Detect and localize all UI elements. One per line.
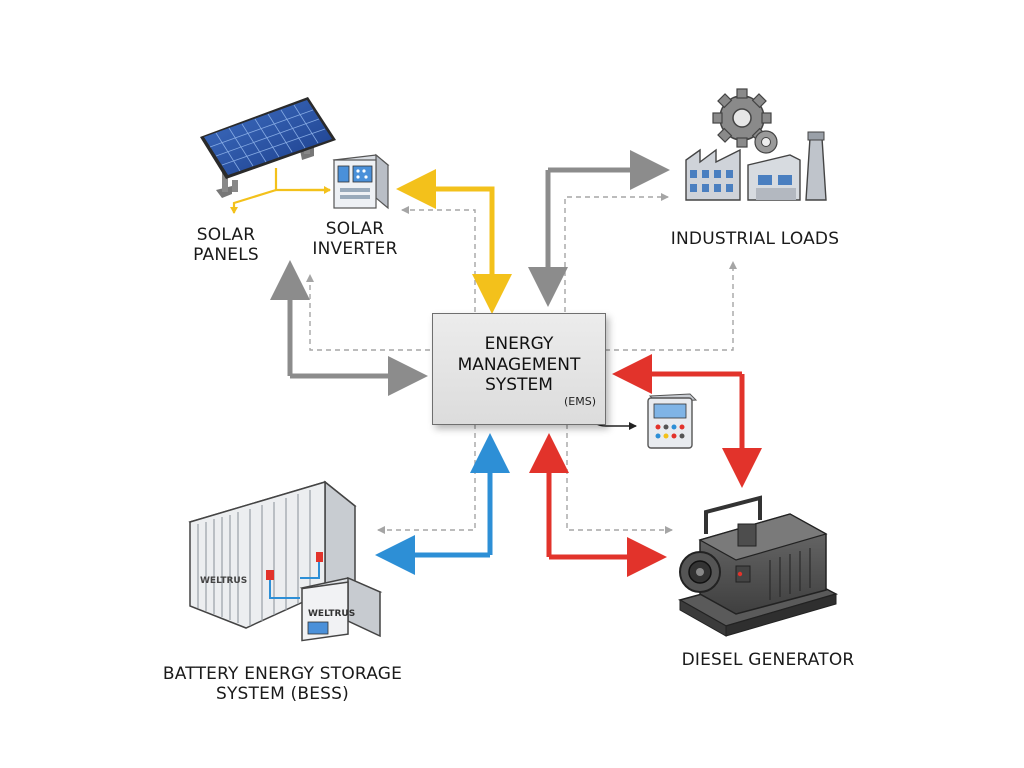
industrial-loads-icon xyxy=(685,88,827,201)
ems-title-line1: ENERGY xyxy=(484,334,554,354)
battery-container-icon: WELTRUS xyxy=(188,480,357,629)
battery-flow-arrow xyxy=(375,433,510,575)
solar-panel-feed-lines xyxy=(230,168,331,214)
dashed-line-industrial xyxy=(564,193,669,312)
factory-right-icon xyxy=(747,154,801,201)
solar-panels-label-line2: PANELS xyxy=(193,244,259,265)
ems-title: ENERGY MANAGEMENT SYSTEM xyxy=(433,334,605,396)
ems-controller-icon xyxy=(647,393,698,449)
ems-title-line3: SYSTEM xyxy=(485,375,553,396)
small-gear-icon xyxy=(754,130,778,154)
solar-inverter-label: SOLAR INVERTER xyxy=(305,219,405,259)
diesel-generator-icon xyxy=(678,495,839,637)
battery-cabinet-icon: WELTRUS xyxy=(299,576,383,642)
ems-abbreviation: (EMS) xyxy=(564,395,597,408)
diesel-generator-label: DIESEL GENERATOR xyxy=(681,650,855,670)
bess-label-line2: SYSTEM (BESS) xyxy=(215,683,349,704)
solar-inverter-label-line1: SOLAR xyxy=(325,219,385,239)
dashed-line-industrial-2 xyxy=(605,261,737,351)
factory-left-icon xyxy=(685,148,741,201)
battery-brand-mark-2: WELTRUS xyxy=(308,609,355,619)
bess-label-line1: BATTERY ENERGY STORAGE xyxy=(162,664,403,684)
solar-panel-flow-arrow xyxy=(270,260,428,396)
energy-management-system-box: ENERGY MANAGEMENT SYSTEM (EMS) xyxy=(432,313,606,425)
smokestack-icon xyxy=(805,131,827,201)
ems-title-line2: MANAGEMENT xyxy=(457,354,581,375)
bess-label: BATTERY ENERGY STORAGE SYSTEM (BESS) xyxy=(150,664,415,704)
dashed-line-solar-panels xyxy=(306,274,430,351)
dashed-line-bess xyxy=(377,424,476,534)
solar-flow-arrow xyxy=(396,169,512,314)
solar-panel-icon xyxy=(200,97,336,198)
solar-inverter-label-line2: INVERTER xyxy=(312,238,398,259)
solar-panels-label: SOLAR PANELS xyxy=(186,225,266,265)
industrial-flow-arrow xyxy=(528,150,670,307)
svg-text:WELTRUS: WELTRUS xyxy=(200,576,247,586)
battery-brand-mark-1: WELTRUS xyxy=(200,576,247,586)
generator-flow-arrow xyxy=(529,354,762,577)
solar-inverter-icon xyxy=(332,153,390,210)
dashed-line-generator xyxy=(566,424,673,534)
industrial-loads-label: INDUSTRIAL LOADS xyxy=(670,229,840,249)
dashed-line-inverter xyxy=(401,206,476,312)
solar-panels-label-line1: SOLAR xyxy=(196,225,256,245)
